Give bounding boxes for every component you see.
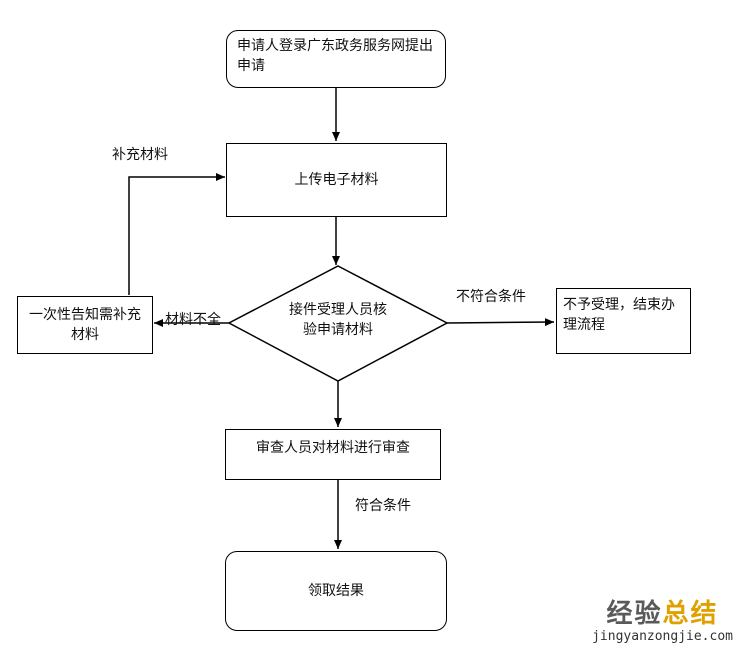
arrow-notify-to-upload (128, 173, 225, 295)
watermark-title: 经验总结 (592, 599, 733, 629)
start-node: 申请人登录广东政务服务网提出申请 (226, 30, 446, 88)
edge-label-incomplete: 材料不全 (165, 312, 221, 328)
upload-node: 上传电子材料 (226, 143, 447, 217)
edge-label-supplement: 补充材料 (112, 147, 168, 163)
watermark-url: jingyanzongjie.com (592, 629, 733, 644)
watermark-title-part1: 经验 (606, 599, 663, 629)
reject-node-label: 不予受理，结束办理流程 (563, 297, 675, 333)
start-node-label: 申请人登录广东政务服务网提出申请 (237, 38, 433, 74)
decision-node-label: 接件受理人员核验申请材料 (289, 302, 387, 338)
arrow-decision-to-reject (446, 318, 555, 327)
review-node-label: 审查人员对材料进行审查 (256, 440, 410, 456)
reject-node: 不予受理，结束办理流程 (556, 288, 691, 354)
watermark: 经验总结 jingyanzongjie.com (592, 599, 733, 645)
notify-node: 一次性告知需补充材料 (17, 296, 153, 354)
end-node: 领取结果 (225, 551, 447, 631)
edge-label-not-eligible: 不符合条件 (456, 289, 526, 305)
end-node-label: 领取结果 (308, 583, 364, 599)
watermark-title-part2: 总结 (662, 599, 719, 629)
upload-node-label: 上传电子材料 (294, 172, 379, 188)
review-node: 审查人员对材料进行审查 (225, 429, 441, 480)
edge-label-eligible: 符合条件 (355, 498, 411, 514)
notify-node-label: 一次性告知需补充材料 (29, 307, 141, 343)
